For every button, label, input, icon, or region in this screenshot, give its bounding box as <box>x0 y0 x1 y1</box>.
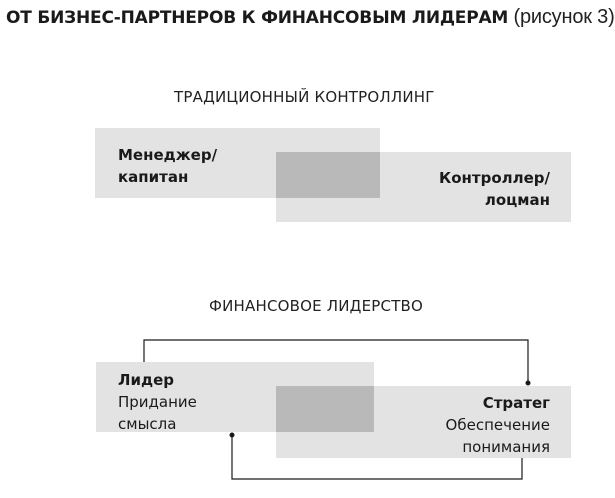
manager-label: Менеджер/ капитан <box>118 144 217 188</box>
manager-label-line1: Менеджер/ <box>118 146 218 164</box>
traditional-overlap <box>276 152 380 198</box>
title-main: От бизнес-партнеров к финансовым лидерам <box>6 8 509 28</box>
strategist-desc-line1: Обеспечение <box>445 416 550 434</box>
connector-lines <box>143 339 531 480</box>
financial-overlap <box>276 386 374 432</box>
strategist-desc-line2: понимания <box>462 438 550 456</box>
strategist-role: Стратег <box>482 394 550 412</box>
financial-heading: ФИНАНСОВОЕ ЛИДЕРСТВО <box>209 297 424 315</box>
leader-desc-line2: смысла <box>118 415 177 433</box>
controller-label-line1: Контроллер/ <box>438 169 550 187</box>
bottom-connector <box>231 436 523 480</box>
leader-desc-line1: Придание <box>118 393 197 411</box>
manager-label-line2: капитан <box>118 168 189 186</box>
leader-role: Лидер <box>118 371 174 389</box>
top-connector-dot <box>525 380 531 386</box>
title-figure-ref: (рисунок 3) <box>508 6 615 28</box>
top-connector <box>143 339 529 382</box>
bottom-connector-dot <box>229 432 235 438</box>
traditional-heading: ТРАДИЦИОННЫЙ КОНТРОЛЛИНГ <box>174 88 435 106</box>
controller-label-line2: лоцман <box>484 191 550 209</box>
page-title: От бизнес-партнеров к финансовым лидерам… <box>6 6 615 29</box>
controller-label: Контроллер/ лоцман <box>439 167 550 211</box>
strategist-label: Стратег Обеспечение понимания <box>446 392 550 458</box>
leader-label: Лидер Придание смысла <box>118 369 197 435</box>
